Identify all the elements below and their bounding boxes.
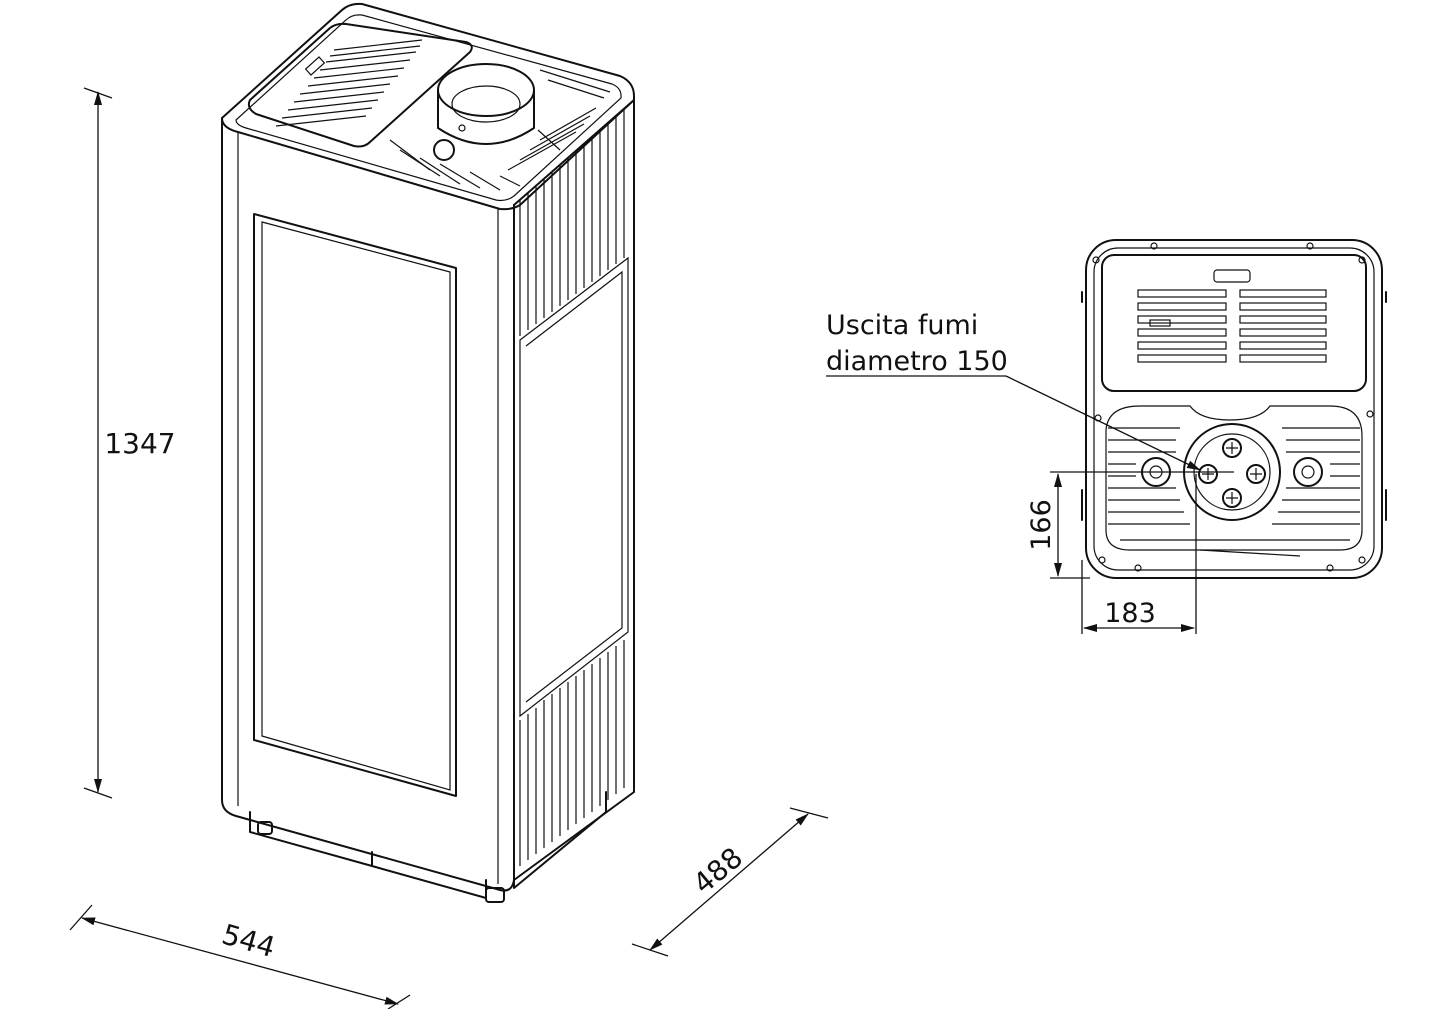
flue-vertical-label: 166 [1026, 499, 1057, 551]
flue-horizontal-label: 183 [1104, 598, 1156, 629]
stove-top-outline [221, 2, 635, 211]
top-knob [433, 139, 455, 161]
side-ribs-top [519, 108, 625, 336]
dimension-flue-vertical: 166 [1026, 471, 1234, 579]
foot-left [257, 821, 273, 835]
annotation-line2: diametro 150 [826, 346, 1008, 377]
top-view-grille-panel [1101, 254, 1367, 392]
annotation-leader [1005, 375, 1201, 471]
top-view-outline [1085, 239, 1383, 579]
dimension-height: 1347 [83, 87, 176, 799]
depth-label: 488 [687, 841, 749, 901]
side-ribs-bottom [519, 640, 625, 866]
front-face [221, 117, 515, 892]
side-face [513, 99, 635, 881]
top-view-vent-slots [1108, 427, 1360, 557]
flue-pipe [437, 63, 535, 145]
top-grille-slots [275, 39, 423, 127]
stove-top-view [1081, 239, 1387, 579]
dimension-flue-horizontal: 183 [1081, 474, 1197, 634]
side-glass-panel [519, 256, 629, 718]
glass-door [253, 213, 457, 797]
dimension-width: 544 [69, 904, 411, 1009]
dimension-depth: 488 [631, 807, 829, 957]
top-view-grille-slots [1137, 289, 1327, 363]
top-vent-slots [389, 69, 611, 191]
height-label: 1347 [104, 427, 175, 460]
foot-right [485, 887, 505, 903]
top-grille-panel [247, 22, 473, 148]
annotation-line1: Uscita fumi [826, 310, 978, 341]
stove-top-inner [235, 14, 622, 202]
stove-isometric-view [221, 2, 635, 903]
top-view-screws [1092, 242, 1374, 572]
